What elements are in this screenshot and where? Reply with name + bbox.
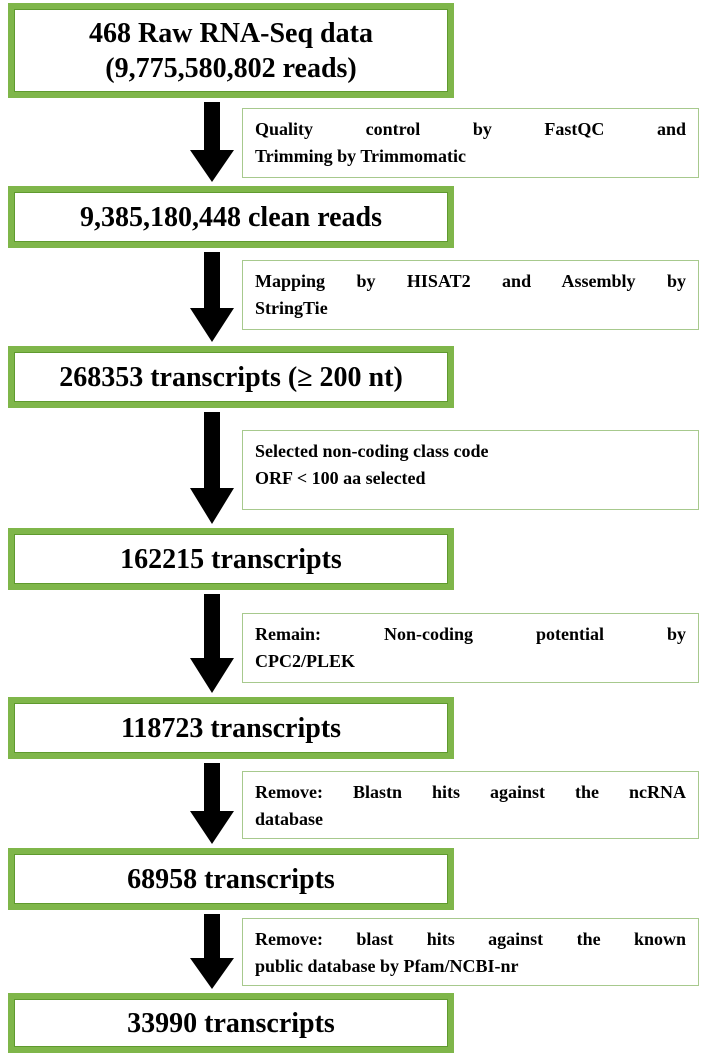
note-line: StringTie [255, 298, 328, 318]
step-label: 9,385,180,448 clean reads [79, 201, 383, 233]
note-line: Remain: Non-coding potential by [255, 624, 686, 644]
step-68958-transcripts: 68958 transcripts [8, 848, 454, 910]
step-118723-transcripts: 118723 transcripts [8, 697, 454, 759]
note-noncoding-selection: Selected non-coding class code ORF < 100… [242, 430, 699, 510]
note-blast-public-db: Remove: blast hits against the known pub… [242, 918, 699, 986]
down-arrow-icon [190, 594, 234, 693]
step-33990-transcripts: 33990 transcripts [8, 993, 454, 1053]
note-line: Trimming by Trimmomatic [255, 146, 466, 166]
note-line: public database by Pfam/NCBI-nr [255, 956, 519, 976]
step-label: 118723 transcripts [120, 712, 342, 744]
step-label: 162215 transcripts [120, 543, 342, 575]
step-raw-data: 468 Raw RNA-Seq data (9,775,580,802 read… [8, 3, 454, 98]
step-label: 268353 transcripts (≥ 200 nt) [59, 361, 403, 393]
step-clean-reads: 9,385,180,448 clean reads [8, 186, 454, 248]
note-coding-potential: Remain: Non-coding potential by CPC2/PLE… [242, 613, 699, 683]
note-line: Mapping by HISAT2 and Assembly by [255, 271, 686, 291]
down-arrow-icon [190, 763, 234, 844]
step-label: 468 Raw RNA-Seq data [89, 17, 373, 49]
note-line: database [255, 809, 324, 829]
step-label: 68958 transcripts [127, 863, 335, 895]
note-line: CPC2/PLEK [255, 651, 356, 671]
note-mapping-assembly: Mapping by HISAT2 and Assembly by String… [242, 260, 699, 330]
down-arrow-icon [190, 914, 234, 989]
note-quality-control: Quality control by FastQC and Trimming b… [242, 108, 699, 178]
step-transcripts-200nt: 268353 transcripts (≥ 200 nt) [8, 346, 454, 408]
down-arrow-icon [190, 252, 234, 342]
note-line: Remove: Blastn hits against the ncRNA [255, 782, 686, 802]
note-line: Quality control by FastQC and [255, 119, 686, 139]
note-line: Remove: blast hits against the known [255, 929, 686, 949]
note-line: Selected non-coding class code [255, 441, 489, 461]
down-arrow-icon [190, 412, 234, 524]
down-arrow-icon [190, 102, 234, 182]
step-label: (9,775,580,802 reads) [105, 52, 357, 84]
step-label: 33990 transcripts [127, 1007, 335, 1039]
note-line: ORF < 100 aa selected [255, 468, 426, 488]
step-162215-transcripts: 162215 transcripts [8, 528, 454, 590]
note-blastn-ncrna: Remove: Blastn hits against the ncRNA da… [242, 771, 699, 839]
